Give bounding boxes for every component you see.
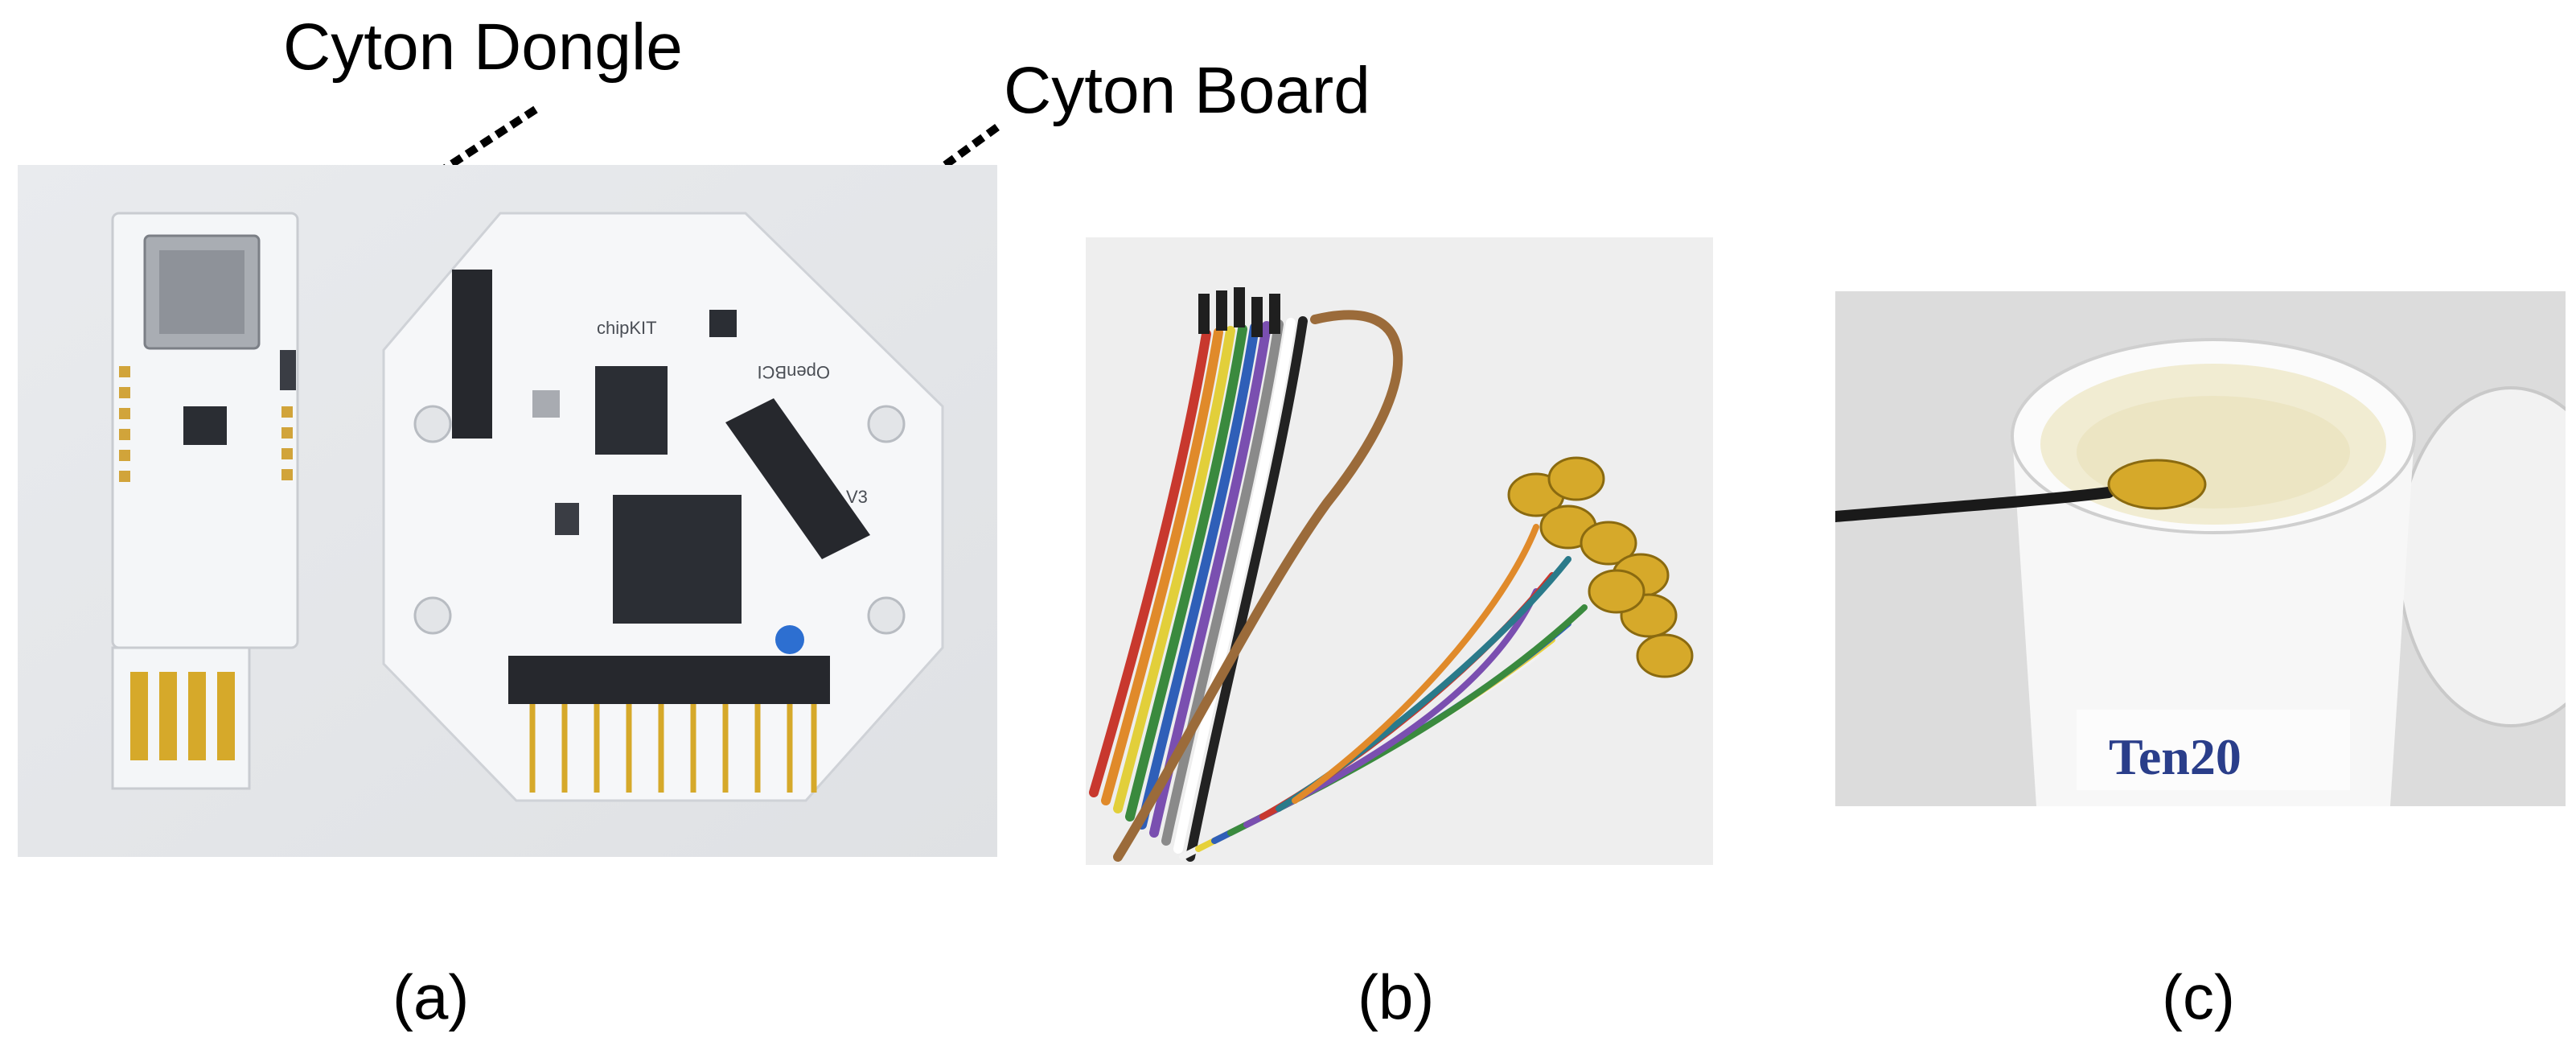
label-cyton-dongle: Cyton Dongle (283, 10, 683, 84)
caption-a: (a) (392, 962, 470, 1032)
paste-photo-illustration: Ten20 (1835, 291, 2566, 806)
panel-b-electrodes-photo (1086, 237, 1713, 865)
board-brand-print: OpenBCI (758, 362, 831, 382)
panel-a-board-photo: OpenBCI chipKIT V3 (18, 165, 997, 857)
board-chip-print: chipKIT (597, 318, 657, 338)
label-cyton-board: Cyton Board (1004, 54, 1370, 127)
jar-brand-print: Ten20 (2109, 728, 2241, 785)
cyton-board (382, 212, 944, 802)
cyton-dongle (111, 212, 299, 790)
panel-c-paste-photo: Ten20 (1835, 291, 2566, 806)
caption-b: (b) (1358, 962, 1435, 1032)
electrode-photo-illustration (1086, 237, 1713, 865)
caption-c: (c) (2162, 962, 2235, 1032)
board-version-print: V3 (846, 487, 868, 507)
board-photo-illustration: OpenBCI chipKIT V3 (18, 165, 997, 857)
